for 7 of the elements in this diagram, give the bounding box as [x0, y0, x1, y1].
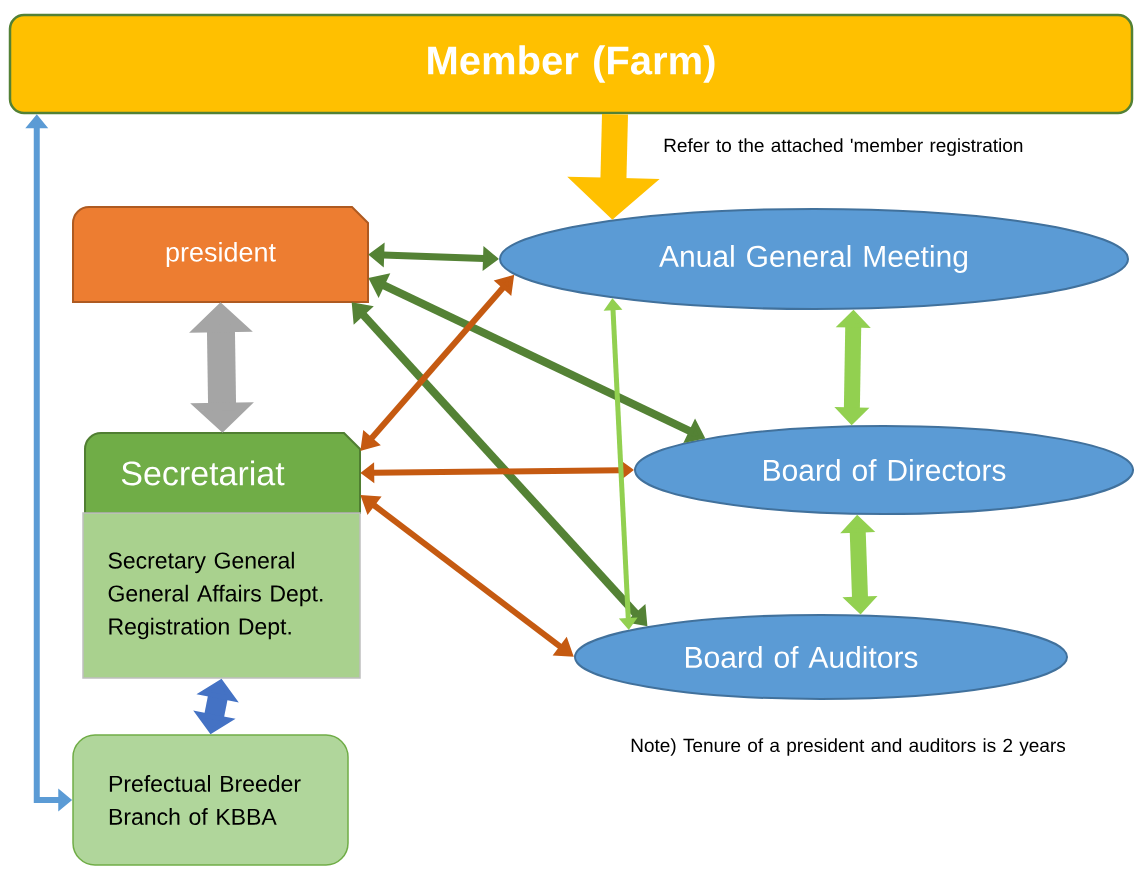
header-band: Member (Farm): [8, 13, 1134, 115]
secretariat-box: Secretariat: [84, 432, 361, 514]
note-text: Note) Tenure of a president and auditors is 2 years: [631, 738, 1066, 756]
note-text: Refer to the attached 'member registration: [664, 138, 1023, 156]
president-box: president: [72, 206, 369, 303]
branch-box: Prefectual Breeder Branch of KBBA: [72, 734, 349, 866]
staff-box: Secretary General General Affairs Dept. Registration Dept.: [82, 512, 361, 679]
